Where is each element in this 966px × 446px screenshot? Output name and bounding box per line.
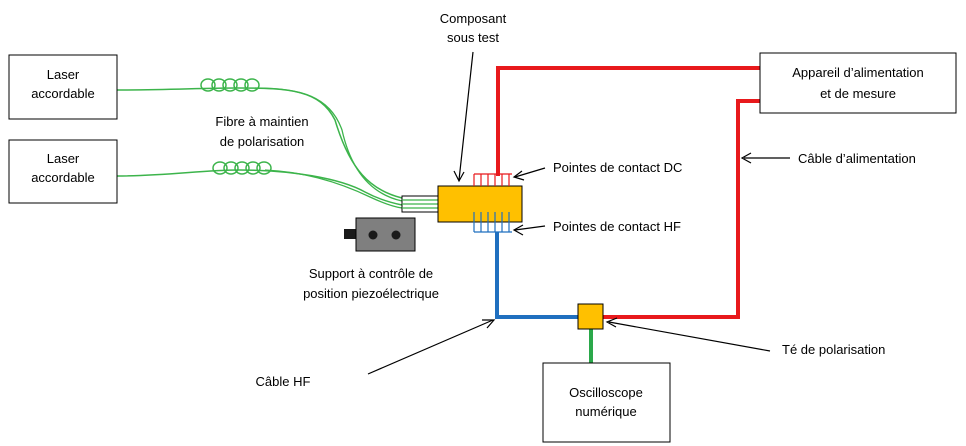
bias-tee-label: Té de polarisation (782, 342, 885, 357)
hf-cable-line (495, 232, 578, 319)
arrow-component (458, 51, 474, 181)
dc-probes-label: Pointes de contact DC (553, 160, 682, 175)
arrow-hf-cable (367, 319, 494, 375)
oscilloscope-box: Oscilloscope numérique (542, 362, 671, 443)
fiber-from-laser-2-b (264, 169, 403, 209)
dc-contact-probes (473, 173, 512, 186)
piezo-stage-screw-1 (368, 230, 378, 240)
laser-box-1: Laser accordable (8, 54, 118, 120)
fiber-group (116, 78, 439, 213)
piezo-stage-screw-2 (391, 230, 401, 240)
arrow-hf-probes (514, 225, 546, 231)
power-unit-box: Appareil d’alimentation et de mesure (759, 52, 957, 114)
component-under-test-label-1: Composant (440, 11, 507, 26)
hf-contact-probes (473, 212, 512, 233)
pm-fiber-label-1: Fibre à maintien (215, 114, 308, 129)
fiber-coil-2 (212, 161, 272, 175)
component-under-test-block (437, 185, 523, 223)
arrow-dc-probes (514, 167, 546, 178)
hf-probes-label: Pointes de contact HF (553, 219, 681, 234)
laser-box-2: Laser accordable (8, 139, 118, 204)
component-under-test-label-2: sous test (447, 30, 499, 45)
oscilloscope-line-2: numérique (575, 404, 636, 419)
laser-box-1-line-1: Laser (47, 67, 80, 82)
piezo-stage (344, 217, 416, 252)
power-cable-label: Câble d’alimentation (798, 151, 916, 166)
laser-box-2-line-2: accordable (31, 170, 95, 185)
power-unit-line-2: et de mesure (820, 86, 896, 101)
power-cable (603, 99, 760, 319)
piezo-stage-label-2: position piezoélectrique (303, 286, 439, 301)
fiber-from-laser-1-b (254, 87, 403, 202)
oscilloscope-line-1: Oscilloscope (569, 385, 643, 400)
bias-tee-block (577, 303, 604, 330)
fiber-coil-1 (200, 78, 260, 92)
cable-group (495, 66, 760, 363)
power-unit-line-1: Appareil d’alimentation (792, 65, 924, 80)
dc-cable-top (496, 66, 760, 176)
component-group (437, 173, 523, 233)
fiber-from-laser-2 (116, 169, 403, 206)
piezo-stage-body (355, 217, 416, 252)
piezo-stage-label-1: Support à contrôle de (309, 266, 433, 281)
annotation-arrows (367, 51, 790, 375)
piezo-stage-knob (344, 229, 358, 239)
hf-cable-label: Câble HF (256, 374, 311, 389)
pm-fiber-label-2: de polarisation (220, 134, 305, 149)
arrow-bias-tee (608, 321, 771, 352)
laser-box-1-line-2: accordable (31, 86, 95, 101)
laser-box-2-line-1: Laser (47, 151, 80, 166)
